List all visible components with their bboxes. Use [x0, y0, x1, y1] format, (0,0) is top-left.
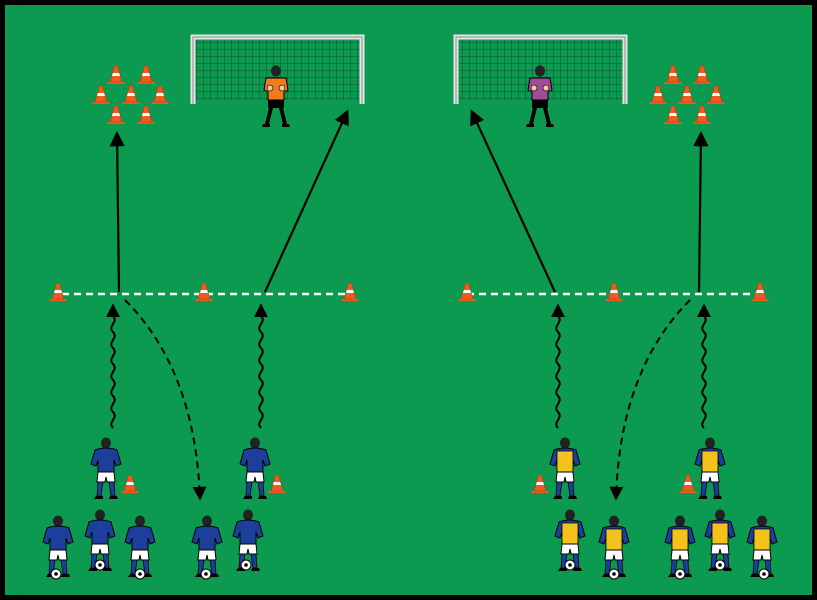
keeper-left — [262, 65, 290, 127]
dribble-arrows — [106, 303, 711, 429]
keeper-right — [526, 65, 554, 127]
shooting-line-right — [457, 282, 770, 302]
shot-arrows — [109, 109, 709, 293]
return-runs — [124, 299, 691, 501]
shooting-line-left — [48, 282, 360, 302]
